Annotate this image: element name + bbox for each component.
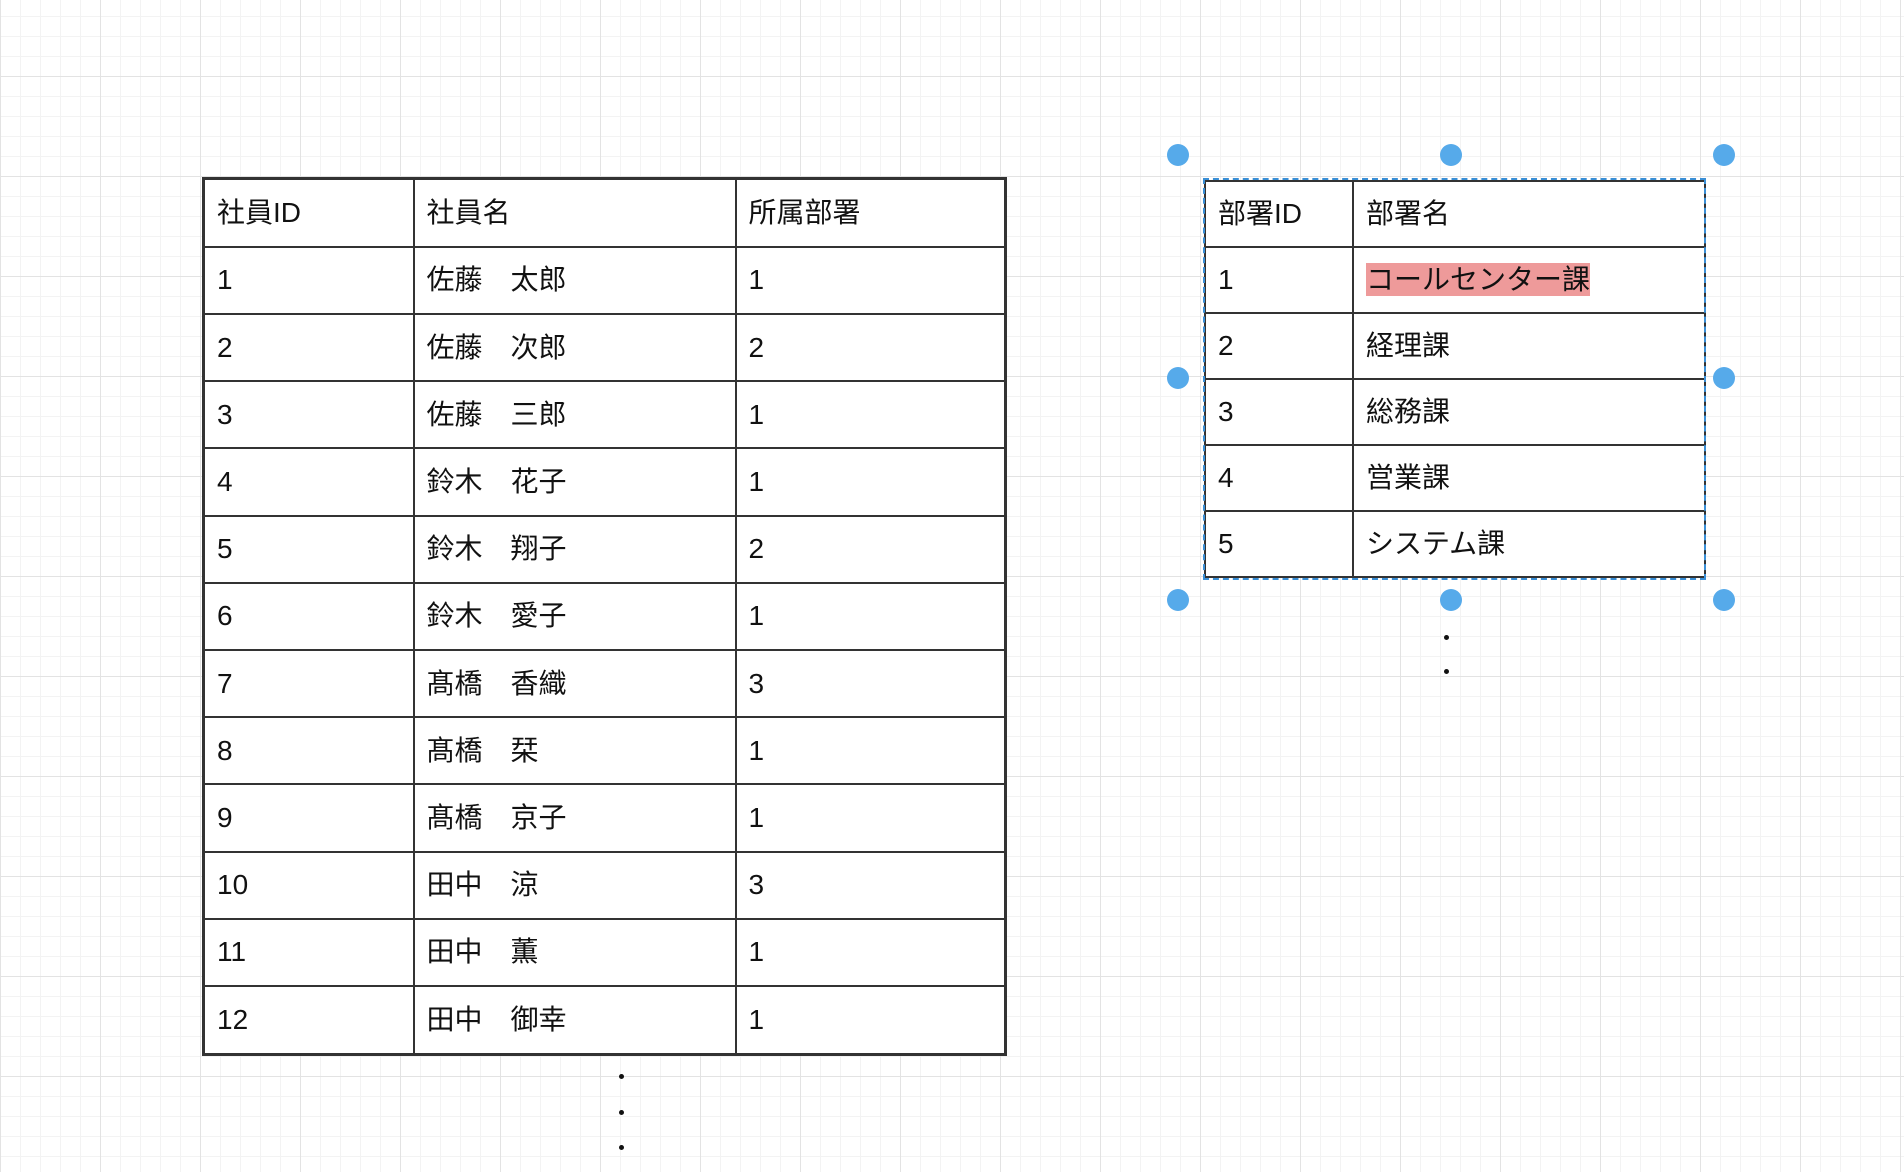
header-employee-id[interactable]: 社員ID [202,177,415,248]
cell-employee-name[interactable]: 鈴木 花子 [412,447,737,517]
cell-employee-name[interactable]: 佐藤 三郎 [412,380,737,450]
employee-header-row: 社員ID 社員名 所属部署 [202,177,1007,248]
cell-department-id[interactable]: 1 [734,245,1007,316]
cell-department-id[interactable]: 1 [734,783,1007,853]
cell-employee-id[interactable]: 8 [202,716,415,786]
table-row: 11 田中 薫 1 [202,917,1007,988]
highlighted-text: コールセンター課 [1366,263,1591,296]
cell-employee-id[interactable]: 2 [202,313,415,383]
table-row: 1 コールセンター課 [1204,246,1706,314]
cell-department-id[interactable]: 1 [734,380,1007,450]
table-row: 2 経理課 [1204,312,1706,380]
cell-employee-id[interactable]: 7 [202,649,415,719]
cell-employee-name[interactable]: 佐藤 次郎 [412,313,737,383]
resize-handle-top-right[interactable] [1713,144,1735,166]
cell-department-id[interactable]: 3 [734,850,1007,920]
resize-handle-bottom-left[interactable] [1167,589,1189,611]
header-department[interactable]: 所属部署 [734,177,1007,248]
cell-employee-id[interactable]: 6 [202,581,415,652]
cell-department-id[interactable]: 1 [734,447,1007,517]
cell-employee-name[interactable]: 田中 薫 [412,917,737,988]
header-department-name[interactable]: 部署名 [1352,180,1706,248]
header-employee-name[interactable]: 社員名 [412,177,737,248]
cell-employee-id[interactable]: 3 [202,380,415,450]
table-row: 4 鈴木 花子 1 [202,447,1007,517]
cell-employee-name[interactable]: 髙橋 京子 [412,783,737,853]
cell-employee-id[interactable]: 1 [202,245,415,316]
table-row: 4 営業課 [1204,444,1706,512]
cell-department-id[interactable]: 2 [734,313,1007,383]
cell-department-id[interactable]: 1 [1204,246,1354,314]
cell-department-id[interactable]: 1 [734,581,1007,652]
header-department-id[interactable]: 部署ID [1204,180,1354,248]
resize-handle-top[interactable] [1440,144,1462,166]
table-row: 2 佐藤 次郎 2 [202,313,1007,383]
resize-handle-top-left[interactable] [1167,144,1189,166]
table-row: 3 佐藤 三郎 1 [202,380,1007,450]
resize-handle-left[interactable] [1167,367,1189,389]
cell-department-name[interactable]: 経理課 [1352,312,1706,380]
cell-department-name[interactable]: 総務課 [1352,378,1706,446]
cell-department-name[interactable]: システム課 [1352,510,1706,578]
cell-department-id[interactable]: 3 [734,649,1007,719]
table-row: 7 髙橋 香織 3 [202,649,1007,719]
table-row: 3 総務課 [1204,378,1706,446]
cell-department-id[interactable]: 2 [1204,312,1354,380]
cell-employee-id[interactable]: 5 [202,514,415,584]
cell-employee-id[interactable]: 4 [202,447,415,517]
department-header-row: 部署ID 部署名 [1204,180,1706,248]
cell-department-id[interactable]: 1 [734,716,1007,786]
cell-department-id[interactable]: 3 [1204,378,1354,446]
cell-employee-name[interactable]: 田中 涼 [412,850,737,920]
cell-department-name[interactable]: 営業課 [1352,444,1706,512]
department-table[interactable]: 部署ID 部署名 1 コールセンター課 2 経理課 3 総務課 4 営業課 5 … [1204,180,1706,578]
cell-employee-name[interactable]: 髙橋 栞 [412,716,737,786]
cell-department-id[interactable]: 4 [1204,444,1354,512]
cell-employee-id[interactable]: 11 [202,917,415,988]
continuation-dot [1444,635,1449,640]
table-row: 9 髙橋 京子 1 [202,783,1007,853]
cell-employee-name[interactable]: 鈴木 愛子 [412,581,737,652]
cell-employee-id[interactable]: 10 [202,850,415,920]
cell-employee-name[interactable]: 田中 御幸 [412,985,737,1056]
cell-employee-id[interactable]: 9 [202,783,415,853]
table-row: 8 髙橋 栞 1 [202,716,1007,786]
continuation-dot [619,1145,624,1150]
cell-employee-id[interactable]: 12 [202,985,415,1056]
employee-table[interactable]: 社員ID 社員名 所属部署 1 佐藤 太郎 1 2 佐藤 次郎 2 3 佐藤 三… [202,177,1007,1056]
cell-employee-name[interactable]: 佐藤 太郎 [412,245,737,316]
cell-department-name[interactable]: コールセンター課 [1352,246,1706,314]
continuation-dot [1444,669,1449,674]
continuation-dot [619,1074,624,1079]
resize-handle-right[interactable] [1713,367,1735,389]
cell-department-id[interactable]: 1 [734,985,1007,1056]
table-row: 10 田中 涼 3 [202,850,1007,920]
cell-department-id[interactable]: 2 [734,514,1007,584]
cell-department-id[interactable]: 5 [1204,510,1354,578]
table-row: 1 佐藤 太郎 1 [202,245,1007,316]
table-row: 12 田中 御幸 1 [202,985,1007,1056]
continuation-dot [619,1110,624,1115]
table-row: 5 システム課 [1204,510,1706,578]
resize-handle-bottom-right[interactable] [1713,589,1735,611]
cell-employee-name[interactable]: 鈴木 翔子 [412,514,737,584]
cell-employee-name[interactable]: 髙橋 香織 [412,649,737,719]
cell-department-id[interactable]: 1 [734,917,1007,988]
table-row: 6 鈴木 愛子 1 [202,581,1007,652]
table-row: 5 鈴木 翔子 2 [202,514,1007,584]
resize-handle-bottom[interactable] [1440,589,1462,611]
